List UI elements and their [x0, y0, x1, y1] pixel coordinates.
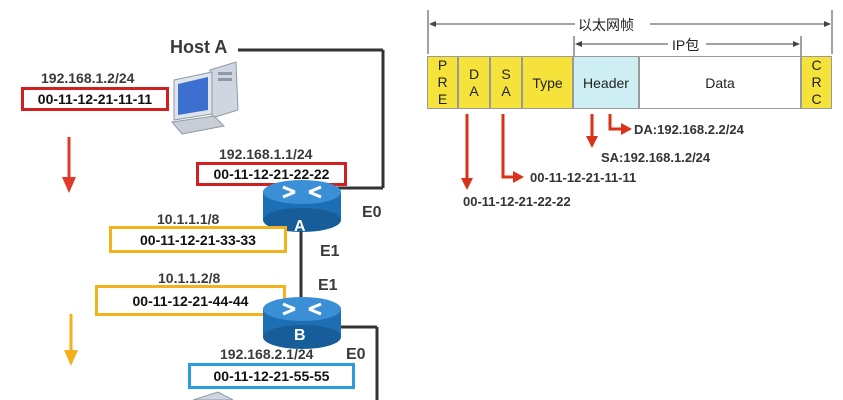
- router-b-e1-label: E1: [318, 277, 338, 294]
- sa-letter: S: [501, 65, 511, 82]
- sa-mac-annotation: 00-11-12-21-11-11: [530, 170, 637, 185]
- pre-letter: E: [437, 91, 448, 107]
- frame-field-sa: S A: [490, 56, 522, 109]
- router-a-label: A: [294, 218, 306, 235]
- sa-letter: A: [501, 82, 511, 99]
- router-a-e1-ip: 10.1.1.1/8: [157, 211, 220, 227]
- frame-field-type: Type: [522, 56, 573, 109]
- frame-title: 以太网帧: [578, 17, 634, 33]
- sa-ip-annotation: SA:192.168.1.2/24: [601, 150, 711, 165]
- router-a-e0-label: E0: [362, 204, 382, 221]
- frame-field-data: Data: [639, 56, 801, 109]
- computer-icon: [171, 61, 239, 135]
- router-b-e0-mac: 00-11-12-21-55-55: [188, 363, 355, 389]
- crc-letter: R: [811, 74, 822, 90]
- router-a-e0-mac: 00-11-12-21-22-22: [196, 162, 347, 186]
- ip-packet-title: IP包: [672, 37, 700, 53]
- pre-letter: R: [437, 74, 448, 90]
- router-a-e1-label: E1: [320, 243, 340, 260]
- computer-icon: [192, 391, 234, 400]
- router-a-e0-ip: 192.168.1.1/24: [219, 146, 313, 162]
- host-a-title: Host A: [170, 37, 228, 57]
- da-letter: D: [468, 65, 480, 82]
- down-arrow-icon: [64, 314, 78, 366]
- da-letter: A: [469, 82, 479, 99]
- router-b-e1-ip: 10.1.1.2/8: [158, 270, 221, 286]
- router-icon: [263, 297, 341, 349]
- da-ip-annotation: DA:192.168.2.2/24: [634, 122, 744, 137]
- router-b-e0-ip: 192.168.2.1/24: [220, 346, 314, 362]
- pre-letter: P: [437, 57, 448, 73]
- frame-field-crc: C R C: [801, 56, 832, 109]
- crc-letter: C: [811, 91, 822, 107]
- crc-letter: C: [811, 57, 822, 73]
- router-b-e0-label: E0: [346, 346, 366, 363]
- da-mac-annotation: 00-11-12-21-22-22: [463, 194, 571, 209]
- frame-field-header: Header: [573, 56, 639, 109]
- host-a-mac: 00-11-12-21-11-11: [21, 87, 169, 111]
- router-b-e1-mac: 00-11-12-21-44-44: [95, 285, 286, 316]
- down-arrow-icon: [62, 137, 76, 193]
- router-a-e1-mac: 00-11-12-21-33-33: [109, 226, 287, 253]
- router-b-label: B: [294, 327, 306, 344]
- host-a-ip: 192.168.1.2/24: [41, 70, 135, 86]
- frame-field-da: D A: [458, 56, 490, 109]
- frame-field-pre: P R E: [427, 56, 458, 109]
